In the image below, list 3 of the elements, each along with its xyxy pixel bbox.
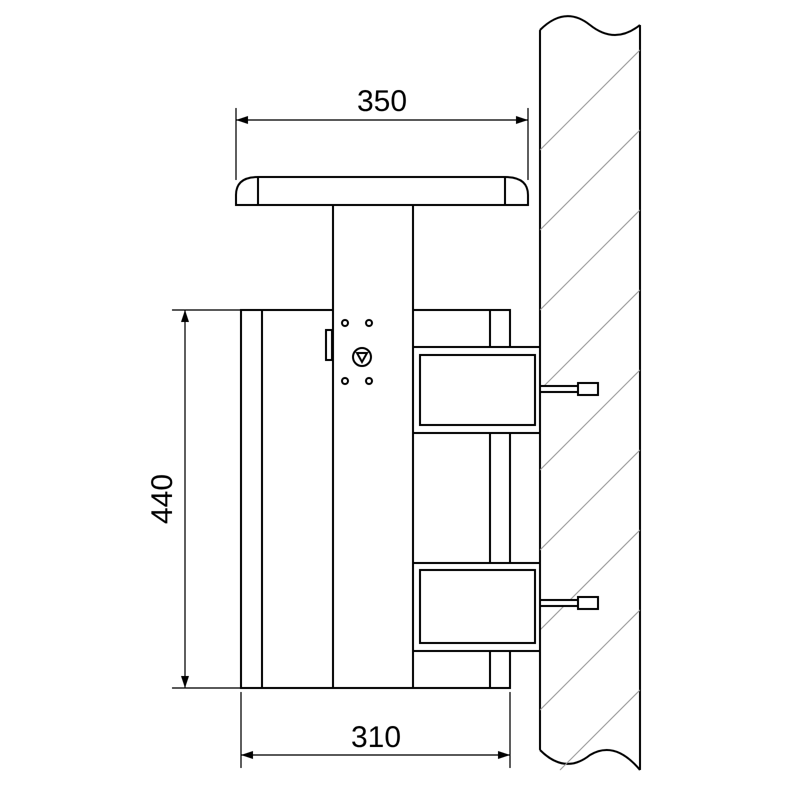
dimension-label: 440 (148, 474, 178, 524)
dimension-label: 310 (350, 723, 402, 753)
dimension-label: 350 (356, 87, 408, 117)
